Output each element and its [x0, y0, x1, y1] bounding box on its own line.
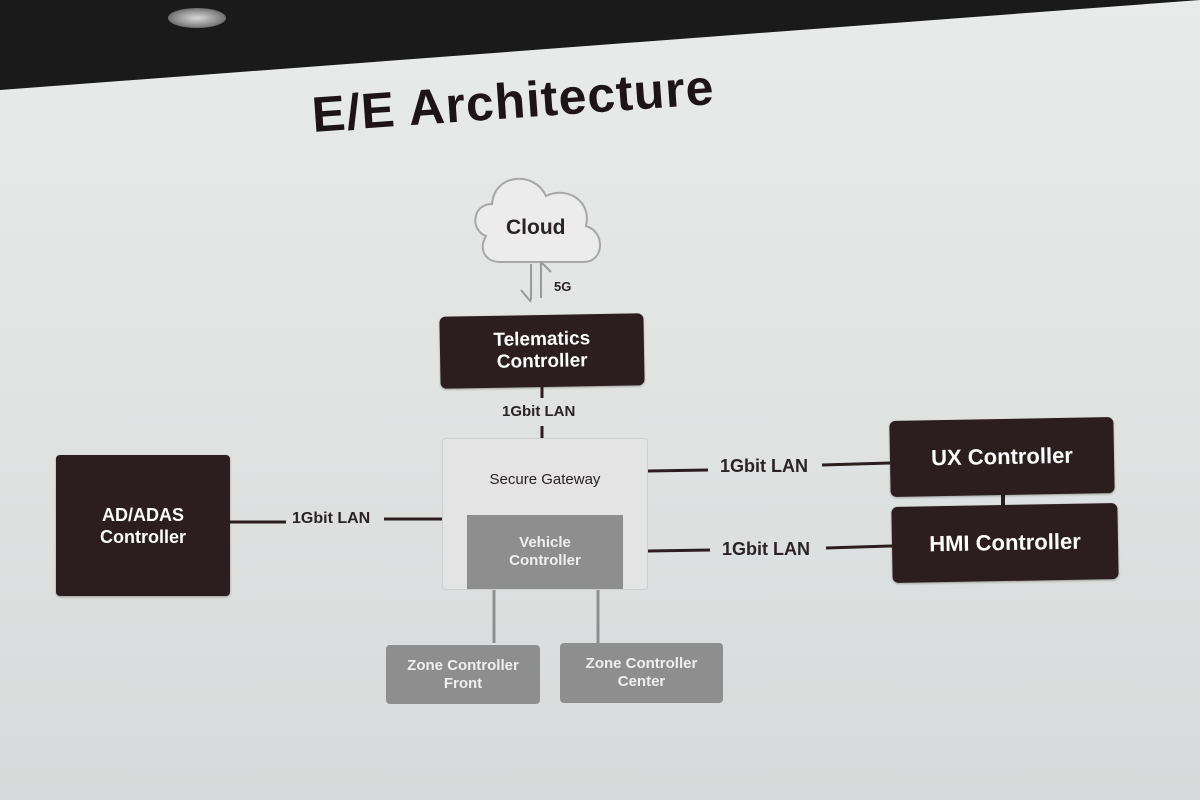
- vehicle-line1: Vehicle: [519, 534, 571, 551]
- telematics-line2: Controller: [496, 350, 588, 373]
- hmi-controller-box: HMI Controller: [891, 503, 1119, 583]
- zone-controller-center-box: Zone Controller Center: [560, 643, 723, 703]
- link-5g-label: 5G: [554, 279, 572, 294]
- link-gateway-ux-label: 1Gbit LAN: [720, 456, 808, 476]
- cloud-icon: [474, 177, 601, 263]
- link-telematics-gateway-label: 1Gbit LAN: [502, 403, 576, 420]
- link-adas-gateway-label: 1Gbit LAN: [292, 510, 371, 527]
- adas-line1: AD/ADAS: [101, 504, 184, 525]
- zone-front-line2: Front: [443, 674, 483, 692]
- ux-controller-box: UX Controller: [889, 417, 1115, 497]
- vehicle-controller-box: Vehicle Controller: [467, 515, 623, 589]
- line-ux-right: [821, 461, 891, 467]
- zone-center-line1: Zone Controller: [585, 655, 698, 672]
- secure-gateway-label: Secure Gateway: [489, 471, 601, 488]
- adas-controller-box: AD/ADAS Controller: [56, 455, 230, 596]
- telematics-line1: Telematics: [493, 328, 591, 351]
- zone-controller-front-box: Zone Controller Front: [386, 645, 540, 704]
- zone-front-line1: Zone Controller: [407, 656, 519, 674]
- line-hmi-left: [647, 548, 711, 553]
- line-ux-left: [647, 468, 709, 473]
- telematics-controller-box: Telematics Controller: [439, 313, 645, 389]
- link-gateway-hmi-label: 1Gbit LAN: [722, 539, 810, 559]
- uplink-downlink-arrows: [520, 261, 552, 303]
- vehicle-line2: Controller: [509, 552, 581, 569]
- zone-center-line2: Center: [617, 673, 666, 690]
- line-hmi-right: [825, 544, 893, 550]
- adas-line2: Controller: [99, 526, 186, 547]
- projector-lens: [168, 8, 226, 28]
- cloud-label: Cloud: [506, 216, 566, 239]
